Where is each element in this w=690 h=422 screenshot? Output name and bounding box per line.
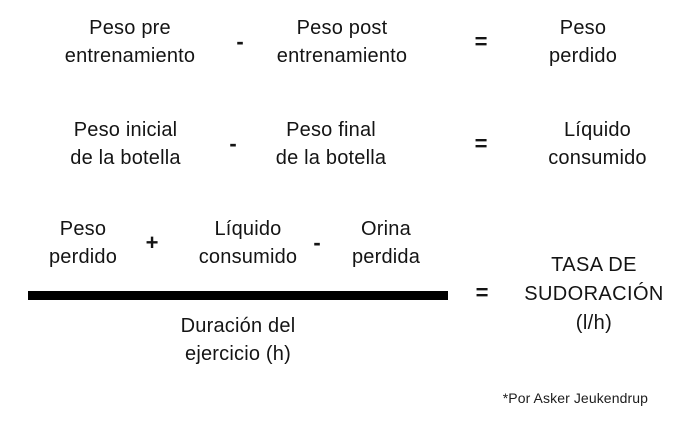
term-peso-final-botella: Peso final de la botella bbox=[245, 116, 417, 172]
term-line-2: perdido bbox=[48, 246, 118, 268]
minus-operator-numerator: - bbox=[313, 230, 321, 255]
term-peso-pre-entrenamiento: Peso pre entrenamiento bbox=[30, 14, 230, 70]
term-line-2: de la botella bbox=[70, 147, 181, 169]
term-line-2: perdida bbox=[351, 246, 421, 268]
attribution-text: *Por Asker Jeukendrup bbox=[502, 390, 648, 406]
result-line-2: consumido bbox=[548, 147, 647, 169]
term-line-2: entrenamiento bbox=[276, 45, 408, 67]
term-line-1: Líquido bbox=[214, 218, 282, 240]
result-line-1: Peso bbox=[559, 17, 607, 39]
result-tasa-de-sudoracion: TASA DE SUDORACIÓN (l/h) bbox=[500, 251, 688, 338]
plus-operator: + bbox=[145, 230, 159, 255]
minus-operator-row2: - bbox=[229, 131, 237, 156]
numerator-term-orina-perdida: Orina perdida bbox=[330, 215, 442, 271]
term-line-1: Orina bbox=[361, 218, 411, 240]
term-line-1: Peso final bbox=[286, 119, 376, 141]
result-line-3: (l/h) bbox=[575, 312, 613, 334]
term-line-1: Peso inicial bbox=[73, 119, 178, 141]
term-line-2: consumido bbox=[198, 246, 298, 268]
term-line-2: entrenamiento bbox=[64, 45, 196, 67]
result-peso-perdido: Peso perdido bbox=[500, 14, 666, 70]
term-line-1: Peso post bbox=[296, 17, 388, 39]
numerator-term-peso-perdido: Peso perdido bbox=[28, 215, 138, 271]
result-liquido-consumido: Líquido consumido bbox=[505, 116, 690, 172]
denominator-duracion-ejercicio: Duración del ejercicio (h) bbox=[28, 312, 448, 368]
term-line-1: Peso bbox=[59, 218, 107, 240]
equals-sign-row1: = bbox=[474, 29, 488, 54]
term-peso-post-entrenamiento: Peso post entrenamiento bbox=[252, 14, 432, 70]
equals-sign-row3: = bbox=[475, 280, 489, 305]
term-line-1: Duración del bbox=[180, 315, 296, 337]
minus-operator-row1: - bbox=[236, 29, 244, 54]
term-line-2: de la botella bbox=[275, 147, 387, 169]
fraction-bar bbox=[28, 291, 448, 300]
result-line-1: Líquido bbox=[563, 119, 631, 141]
equals-sign-row2: = bbox=[474, 131, 488, 156]
result-line-2: perdido bbox=[548, 45, 618, 67]
numerator-term-liquido-consumido: Líquido consumido bbox=[166, 215, 330, 271]
term-peso-inicial-botella: Peso inicial de la botella bbox=[28, 116, 223, 172]
term-line-1: Peso pre bbox=[89, 17, 171, 39]
result-line-1: TASA DE bbox=[551, 254, 637, 276]
term-line-2: ejercicio (h) bbox=[185, 343, 291, 365]
result-line-2: SUDORACIÓN bbox=[524, 283, 664, 305]
